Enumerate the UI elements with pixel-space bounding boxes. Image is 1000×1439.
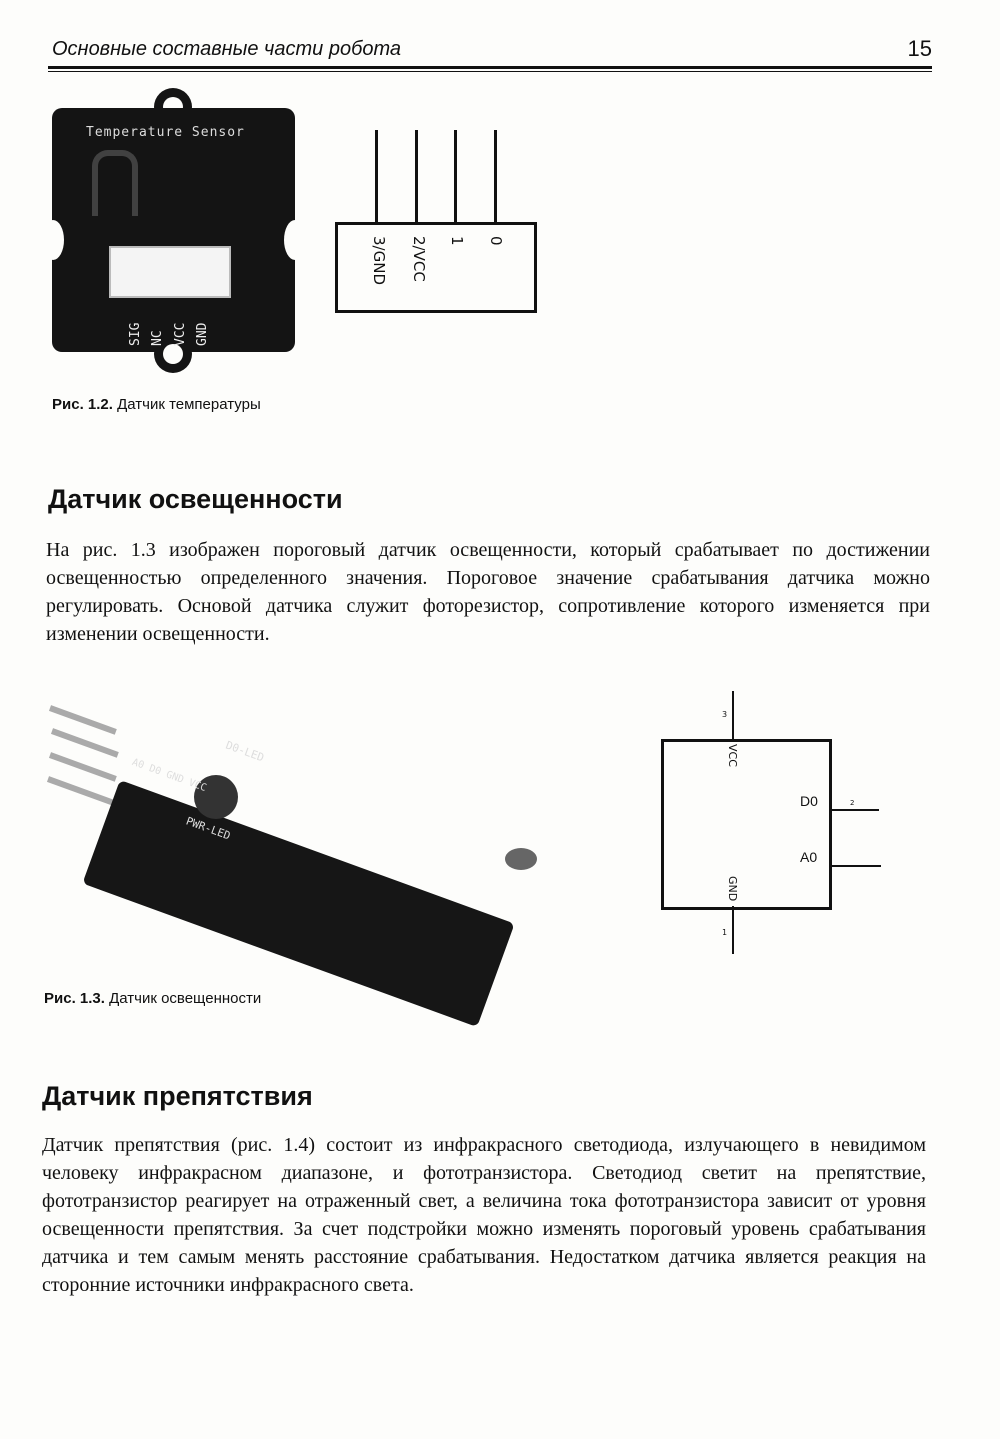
figure-caption: Рис. 1.3. Датчик освещенности	[44, 990, 262, 1007]
potentiometer	[194, 775, 238, 819]
section-heading: Датчик препятствия	[42, 1081, 313, 1111]
header-rule	[48, 66, 932, 69]
body-paragraph: Датчик препятствия (рис. 1.4) состоит из…	[42, 1134, 926, 1296]
connector	[109, 246, 231, 298]
header-rule-thin	[48, 71, 932, 72]
body-paragraph: На рис. 1.3 изображен пороговый датчик о…	[46, 539, 930, 645]
running-title: Основные составные части робота	[52, 38, 402, 60]
figure-caption: Рис. 1.2. Датчик температуры	[52, 396, 261, 413]
thermistor-icon	[92, 150, 138, 216]
page-number: 15	[907, 36, 932, 61]
board-pin-labels: SIG NC VCC GND	[128, 322, 210, 346]
photoresistor	[505, 848, 537, 870]
section-heading: Датчик освещенности	[48, 484, 343, 514]
board-title: Temperature Sensor	[86, 125, 245, 140]
